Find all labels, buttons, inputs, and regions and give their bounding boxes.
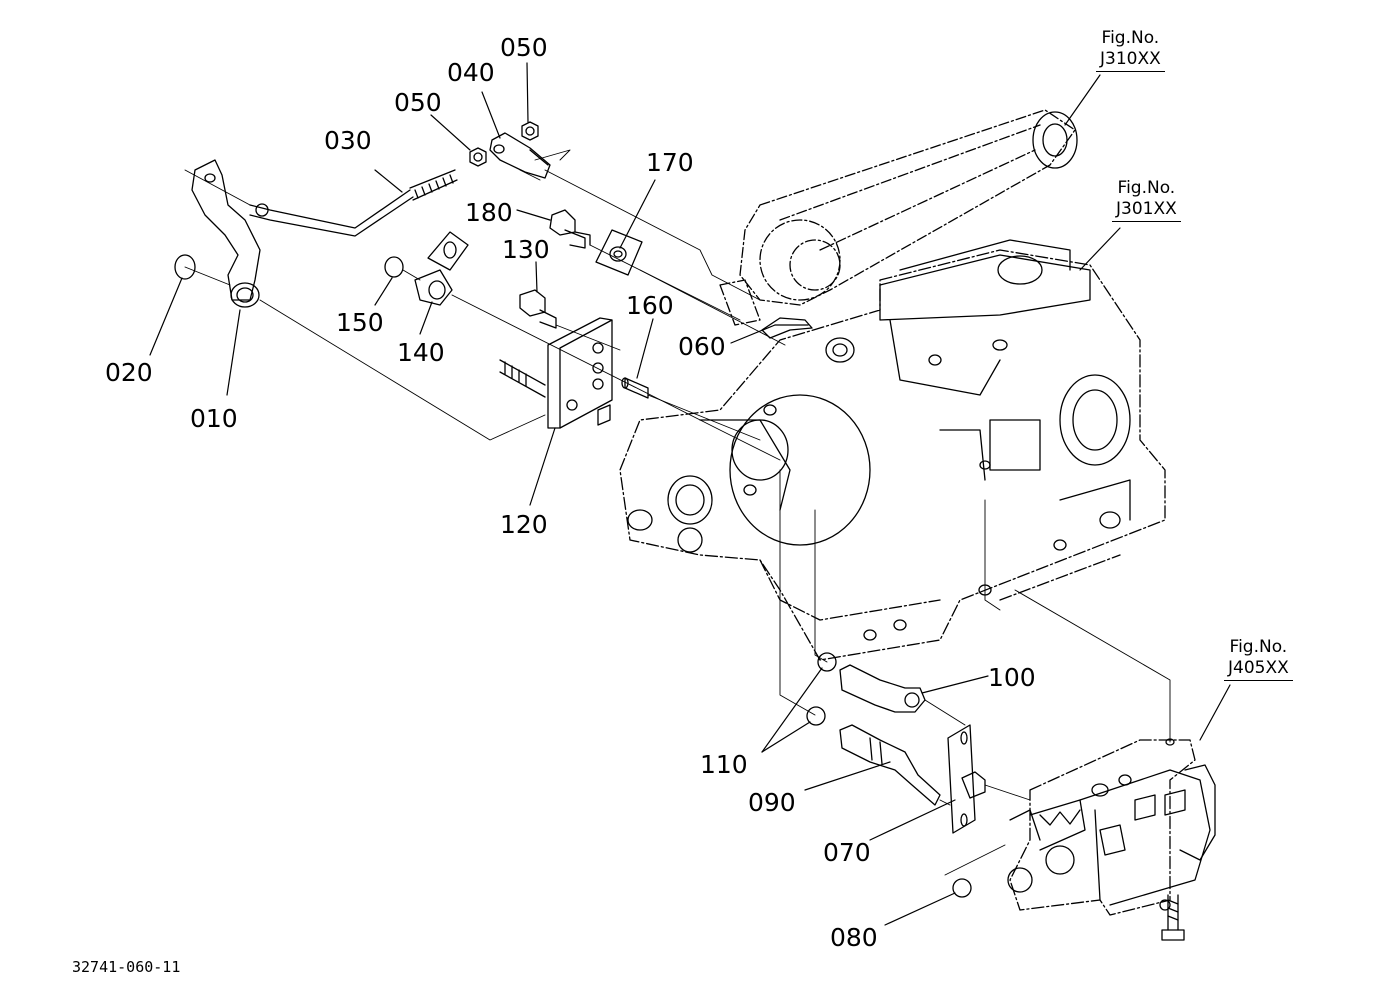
part-label-110: 110	[700, 750, 748, 779]
part-050-nut-lower	[469, 147, 487, 167]
leader-lines	[149, 62, 1231, 926]
lift-arm-boss	[1032, 111, 1078, 169]
part-label-090: 090	[748, 788, 796, 817]
document-number: 32741-060-11	[72, 958, 181, 976]
part-label-070: 070	[823, 838, 871, 867]
part-label-100: 100	[988, 663, 1036, 692]
part-label-010: 010	[190, 404, 238, 433]
part-110-ring-upper	[817, 652, 837, 672]
part-label-050-lower: 050	[394, 88, 442, 117]
valve-bolt	[1161, 894, 1185, 941]
figure-ref-prefix: Fig.No.	[1101, 28, 1160, 48]
control-valve-details	[1007, 738, 1216, 911]
figure-ref-j405xx: Fig.No. J405XX	[1224, 637, 1293, 681]
figure-ref-prefix: Fig.No.	[1229, 637, 1288, 657]
figure-ref-code: J405XX	[1224, 658, 1293, 681]
part-150-ring	[384, 256, 404, 278]
part-010-lever	[191, 159, 261, 308]
part-110-ring-lower	[806, 706, 826, 726]
figure-ref-code: J301XX	[1112, 199, 1181, 222]
part-060-clip	[761, 317, 813, 339]
part-label-160: 160	[626, 291, 674, 320]
figure-ref-code: J310XX	[1096, 49, 1165, 72]
part-label-140: 140	[397, 338, 445, 367]
part-120-plate	[499, 317, 613, 429]
figure-ref-j301xx: Fig.No. J301XX	[1112, 178, 1181, 222]
cylinder-case-drawing	[619, 249, 1166, 661]
part-140-bracket	[414, 231, 469, 306]
part-020-ring	[174, 254, 196, 280]
part-080-ring	[952, 878, 972, 898]
part-label-030: 030	[324, 126, 372, 155]
part-180-fitting	[549, 209, 591, 249]
part-090-spool	[839, 724, 941, 806]
part-label-130: 130	[502, 235, 550, 264]
part-label-170: 170	[646, 148, 694, 177]
part-170-plate	[595, 229, 643, 276]
figure-ref-prefix: Fig.No.	[1117, 178, 1176, 198]
part-130-bolt	[519, 289, 557, 329]
part-160-pin	[621, 377, 649, 399]
part-label-080: 080	[830, 923, 878, 952]
part-100-fitting	[839, 664, 926, 713]
part-070-plate	[947, 724, 986, 834]
part-label-060: 060	[678, 332, 726, 361]
lift-arm-drawing	[719, 109, 1076, 326]
part-label-120: 120	[500, 510, 548, 539]
part-label-050-upper: 050	[500, 33, 548, 62]
part-050-nut-upper	[521, 121, 539, 141]
assembly-lines	[184, 149, 1171, 876]
part-label-150: 150	[336, 308, 384, 337]
cylinder-case-details	[627, 239, 1131, 641]
part-040-clevis	[489, 132, 551, 179]
part-label-040: 040	[447, 58, 495, 87]
part-030-rod	[249, 169, 458, 237]
part-label-020: 020	[105, 358, 153, 387]
control-valve-drawing	[1009, 739, 1196, 916]
part-label-180: 180	[465, 198, 513, 227]
figure-ref-j310xx: Fig.No. J310XX	[1096, 28, 1165, 72]
